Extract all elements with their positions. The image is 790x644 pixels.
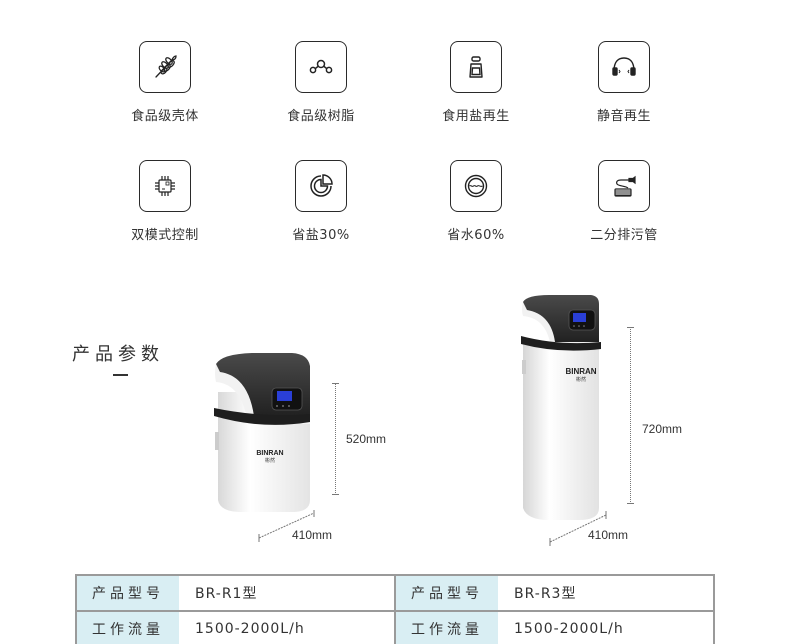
feature-icon-box xyxy=(139,41,191,93)
water-softener-small-image: BINRAN 彬然 xyxy=(214,353,310,512)
feature-icon-box xyxy=(450,41,502,93)
svg-text:彬然: 彬然 xyxy=(576,376,586,383)
product-image-br-r1: BINRAN 彬然 xyxy=(212,352,314,514)
width-label: 410mm xyxy=(588,528,629,542)
feature-food-grade-resin: 食品级树脂 xyxy=(261,41,381,124)
water-softener-tall-image: BINRAN 彬然 xyxy=(521,295,601,520)
height-dimension-line xyxy=(627,327,637,504)
feature-label: 食品级壳体 xyxy=(131,109,199,124)
chip-icon xyxy=(155,176,175,196)
salt-jar-icon xyxy=(469,56,483,78)
spec-key: 工作流量 xyxy=(396,612,498,644)
spec-value: BR-R3型 xyxy=(514,586,577,602)
brand-text: BINRAN xyxy=(565,367,596,376)
feature-icon-box xyxy=(295,41,347,93)
spec-key: 产品型号 xyxy=(396,576,498,610)
spec-value: 1500-2000L/h xyxy=(514,621,624,637)
product-image-br-r3: BINRAN 彬然 xyxy=(519,294,603,522)
spec-key: 产品型号 xyxy=(77,576,179,610)
feature-icon-box xyxy=(295,160,347,212)
table-row: 工作流量 1500-2000L/h 工作流量 1500-2000L/h xyxy=(75,612,713,644)
table-row: 产品型号 BR-R1型 产品型号 BR-R3型 xyxy=(75,576,713,612)
width-label: 410mm xyxy=(292,528,333,542)
feature-save-water: 省水60% xyxy=(416,160,536,243)
hose-icon xyxy=(614,175,636,197)
spec-cell-group-r1: 产品型号 BR-R1型 xyxy=(75,576,394,610)
pie-chart-icon xyxy=(310,174,333,197)
spec-cell-group-r3: 产品型号 BR-R3型 xyxy=(394,576,713,610)
spec-key: 工作流量 xyxy=(77,612,179,644)
section-title: 产品参数 xyxy=(72,344,164,365)
spec-value: BR-R1型 xyxy=(195,586,258,602)
section-underline xyxy=(113,374,128,376)
height-label: 520mm xyxy=(346,432,387,446)
width-dimension-line xyxy=(549,511,607,546)
wheat-icon xyxy=(155,55,177,78)
height-dimension-line xyxy=(332,383,342,495)
feature-icon-box xyxy=(598,41,650,93)
feature-silent-regeneration: 静音再生 xyxy=(564,41,684,124)
feature-label: 双模式控制 xyxy=(131,228,199,243)
feature-dual-mode-control: 双模式控制 xyxy=(105,160,225,243)
feature-label: 二分排污管 xyxy=(590,228,658,243)
water-drum-icon xyxy=(464,174,488,198)
width-dimension-line xyxy=(258,510,315,542)
feature-save-salt: 省盐30% xyxy=(261,160,381,243)
spec-value: 1500-2000L/h xyxy=(195,621,305,637)
svg-text:彬然: 彬然 xyxy=(265,457,275,464)
spec-table: 产品型号 BR-R1型 产品型号 BR-R3型 工作流量 1500-2000L/… xyxy=(75,574,715,644)
feature-label: 食用盐再生 xyxy=(442,109,510,124)
headphones-icon xyxy=(612,57,636,76)
height-label: 720mm xyxy=(642,422,683,436)
spec-cell-group-r1: 工作流量 1500-2000L/h xyxy=(75,612,394,644)
feature-label: 省水60% xyxy=(447,228,505,243)
feature-salt-regeneration: 食用盐再生 xyxy=(416,41,536,124)
feature-split-drain-pipe: 二分排污管 xyxy=(564,160,684,243)
feature-label: 省盐30% xyxy=(292,228,350,243)
feature-label: 静音再生 xyxy=(596,109,651,124)
feature-food-grade-shell: 食品级壳体 xyxy=(105,41,225,124)
feature-label: 食品级树脂 xyxy=(287,109,355,124)
feature-icon-box xyxy=(139,160,191,212)
feature-icon-box xyxy=(450,160,502,212)
molecule-icon xyxy=(309,59,333,74)
brand-text: BINRAN xyxy=(256,450,283,457)
spec-cell-group-r3: 工作流量 1500-2000L/h xyxy=(394,612,713,644)
feature-icon-box xyxy=(598,160,650,212)
